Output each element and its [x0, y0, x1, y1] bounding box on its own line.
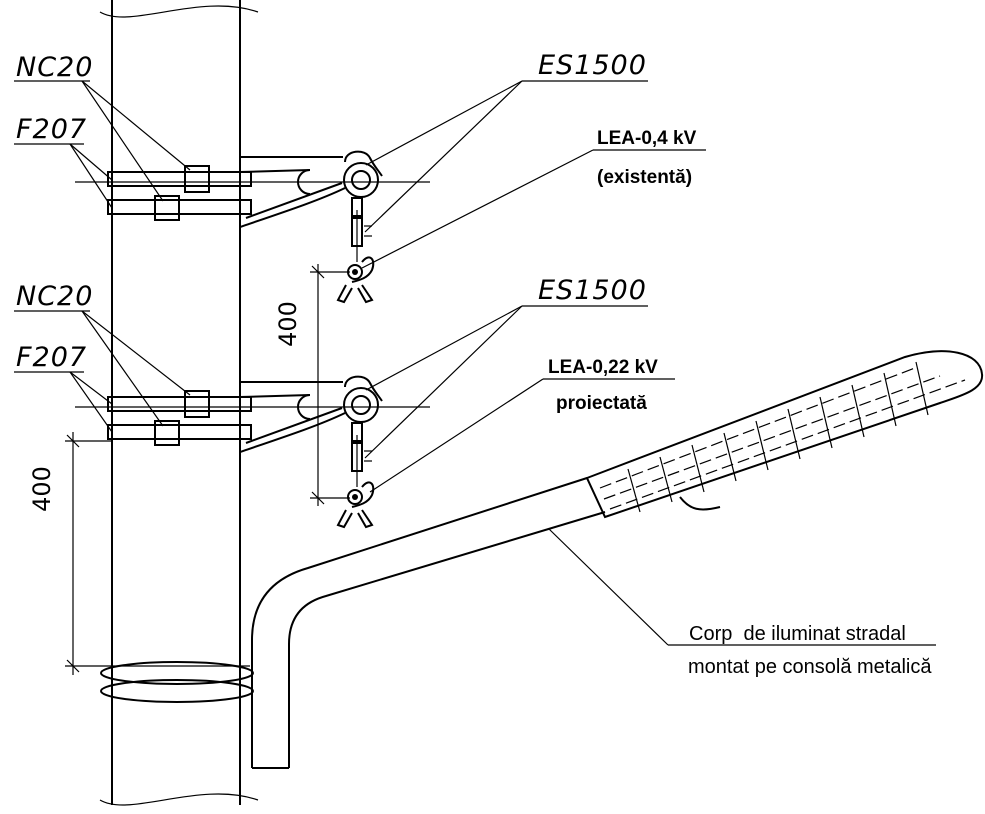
- leader-lines: [14, 80, 936, 646]
- pole: [99, 0, 259, 806]
- label-lea-04-status: (existentă): [597, 167, 692, 188]
- label-lea-04-kv: LEA-0,4 kV: [597, 128, 697, 149]
- label-lea-022-status: proiectată: [556, 393, 647, 414]
- label-f207-bottom: F207: [16, 342, 87, 373]
- luminaire-head: [585, 350, 984, 519]
- label-f207-top: F207: [16, 114, 87, 145]
- label-lea-022-kv: LEA-0,22 kV: [548, 357, 658, 378]
- label-es1500-top: ES1500: [538, 50, 647, 81]
- label-luminaire-line2: montat pe consolă metalică: [688, 656, 932, 678]
- lower-mounting-assembly: [75, 375, 430, 529]
- dimension-label-to-luminaire: 400: [28, 466, 56, 512]
- label-nc20-bottom: NC20: [16, 281, 93, 312]
- label-es1500-bottom: ES1500: [538, 275, 647, 306]
- dimension-to-luminaire: [65, 432, 250, 675]
- upper-mounting-assembly: [75, 150, 430, 304]
- dimension-between-lines: [310, 264, 350, 506]
- luminaire-bracket-arm: [251, 477, 606, 769]
- dimension-label-between-lines: 400: [274, 301, 302, 347]
- luminaire-pole-band: [100, 661, 254, 703]
- label-luminaire-line1: Corp de iluminat stradal: [689, 623, 906, 645]
- label-nc20-top: NC20: [16, 52, 93, 83]
